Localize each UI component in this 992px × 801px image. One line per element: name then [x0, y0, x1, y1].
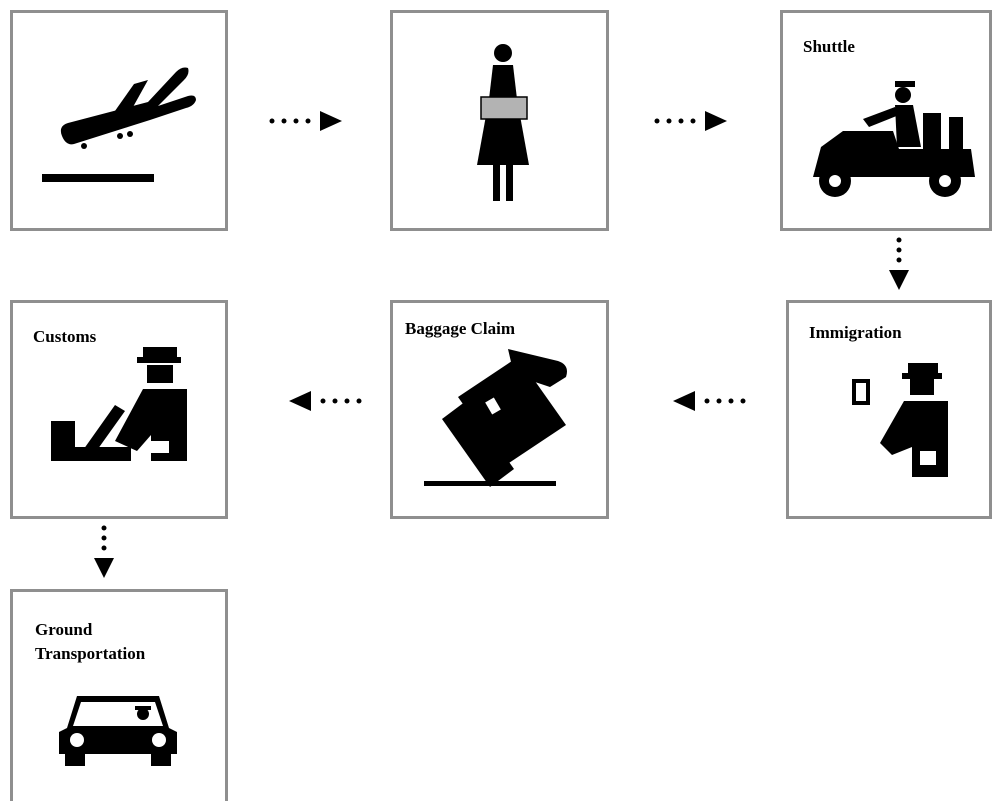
arrow-right-1 [269, 111, 342, 131]
step-label: Customs [33, 327, 97, 346]
taxi-car-icon [59, 696, 177, 766]
step-customs: Customs [10, 300, 228, 519]
immigration-officer-icon [852, 363, 948, 477]
airplane-landing-icon [42, 67, 196, 182]
arrow-down-1 [889, 237, 909, 290]
greeter-with-sign-icon [477, 44, 529, 201]
step-ground-transportation: Ground Transportation [10, 589, 228, 801]
step-label: Shuttle [803, 37, 855, 56]
arrow-left-2 [289, 391, 362, 411]
step-greeter [390, 10, 609, 231]
step-label-line: Transportation [35, 644, 146, 663]
step-arrival [10, 10, 228, 231]
step-shuttle: Shuttle [780, 10, 992, 231]
baggage-claim-icon [424, 349, 567, 487]
step-label: Ground Transportation [35, 618, 145, 666]
step-label: Baggage Claim [405, 319, 516, 338]
step-immigration: Immigration [786, 300, 992, 519]
arrow-left-1 [673, 391, 746, 411]
shuttle-cart-icon [813, 81, 975, 197]
arrow-right-2 [654, 111, 727, 131]
customs-officer-icon [51, 347, 187, 461]
arrow-down-2 [94, 525, 114, 578]
step-label: Immigration [809, 323, 902, 342]
step-baggage: Baggage Claim [390, 300, 609, 519]
step-label-line: Ground [35, 620, 93, 639]
